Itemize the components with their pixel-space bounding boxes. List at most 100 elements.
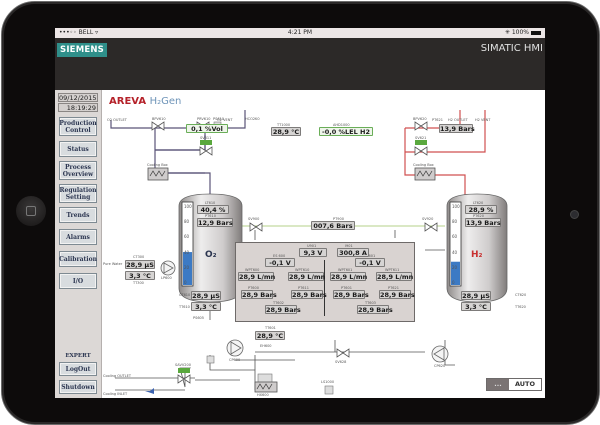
tag-es600: ES 600 bbox=[273, 254, 286, 258]
tag-wpt611: WPT611 bbox=[385, 268, 400, 272]
tag-es601: ES 601 bbox=[363, 254, 376, 258]
hmi-header: SIEMENS SIMATIC HMI bbox=[55, 38, 545, 90]
h2-vent-label: H2 VENT bbox=[475, 118, 491, 122]
pt600-readout: 28,9 Bars bbox=[241, 290, 277, 299]
tag-sv621: SV621 bbox=[415, 136, 427, 140]
wpt601-readout: 28,9 L/mn bbox=[330, 272, 368, 281]
o2-tank-label: O₂ bbox=[205, 250, 217, 260]
tag-ps610: PS610 bbox=[213, 117, 225, 121]
cooling-inlet-arrow-icon bbox=[145, 388, 154, 394]
ct300-readout: 28,9 µS bbox=[125, 260, 155, 269]
battery-label: ✳ 100% bbox=[504, 29, 529, 36]
logout-button[interactable]: LogOut bbox=[59, 362, 97, 376]
tag-sv611: SV611 bbox=[200, 136, 212, 140]
gauge-tick-label: 100 bbox=[184, 204, 192, 209]
nav-io[interactable]: I/O bbox=[59, 273, 97, 289]
tag-i901: I901 bbox=[345, 244, 353, 248]
tag-tt620: TT620 bbox=[515, 305, 526, 309]
ios-status-bar: •••◦◦ BELL ▿ 4:21 PM ✳ 100% bbox=[55, 28, 545, 38]
tag-wpt601: WPT601 bbox=[338, 268, 353, 272]
areva-label: AREVA bbox=[109, 96, 147, 107]
tag-lt620: LT620 bbox=[473, 201, 484, 205]
es601-readout: -0,1 V bbox=[355, 258, 385, 267]
nav-production-control[interactable]: Production Control bbox=[59, 117, 97, 136]
tag-hco2k0: HCO2K0 bbox=[245, 117, 260, 121]
o2-vent-label: O2 VENT bbox=[217, 118, 233, 122]
stack-current-readout: 300,8 A bbox=[337, 248, 369, 257]
tag-cp620: CP620 bbox=[434, 364, 446, 368]
ps605-icon bbox=[206, 355, 215, 364]
gauge-tick-label: 20 bbox=[184, 264, 190, 270]
ct610-readout: 28,9 µS bbox=[191, 291, 221, 300]
h2-lel-readout: -0,0 %LEL H2 bbox=[319, 127, 373, 136]
h2gen-label: H₂Gen bbox=[149, 96, 182, 107]
date-display: 09/12/2015 bbox=[58, 93, 98, 102]
mode-auto-button[interactable]: AUTO bbox=[509, 379, 541, 390]
tag-ls1000: LS1000 bbox=[321, 380, 335, 384]
areva-h2gen-logo: AREVA H₂Gen bbox=[109, 96, 181, 107]
nav-process-overview[interactable]: Process Overview bbox=[59, 161, 97, 180]
gauge-tick-label: 0 bbox=[452, 280, 455, 285]
sv621-actuator-icon bbox=[415, 140, 427, 145]
tag-sv628: SV628 bbox=[335, 360, 347, 364]
wpt610-readout: 28,9 L/mn bbox=[288, 272, 326, 281]
tag-pt620: PT620 bbox=[473, 214, 484, 218]
tag-pt610: PT610 bbox=[205, 214, 216, 218]
nav-status[interactable]: Status bbox=[59, 141, 97, 157]
tag-ct620: CT620 bbox=[515, 293, 527, 297]
gauge-tick-label: 60 bbox=[184, 234, 190, 240]
tag-hx600: HX600 bbox=[257, 393, 269, 397]
wpt611-readout: 28,9 L/mn bbox=[376, 272, 414, 281]
nav-alarms[interactable]: Alarms bbox=[59, 229, 97, 245]
tt610-readout: 3,3 °C bbox=[191, 302, 221, 311]
valve-sv900-icon bbox=[249, 222, 263, 232]
camera-icon bbox=[570, 210, 579, 219]
tag-pt621: PT621 bbox=[432, 118, 443, 122]
tag-tt1000: TT1000 bbox=[277, 123, 291, 127]
tag-tt300: TT300 bbox=[133, 281, 144, 285]
tt1000-readout: 28,9 °C bbox=[271, 127, 301, 136]
hx600-icon bbox=[254, 381, 278, 393]
ls1000-icon bbox=[324, 385, 334, 395]
o2-pressure-readout: 12,9 Bars bbox=[197, 218, 233, 227]
h2-outlet-label: H2 OUTLET bbox=[448, 118, 468, 122]
o2-level-gauge bbox=[181, 201, 194, 287]
stack-divider bbox=[324, 260, 325, 316]
pure-water-label: Pure Water bbox=[103, 262, 123, 266]
h2-tank-label: H₂ bbox=[471, 250, 483, 260]
battery-indicator: ✳ 100% bbox=[505, 28, 541, 38]
stack-voltage-readout: 9,3 V bbox=[299, 248, 327, 257]
tag-bpv610: BPV610 bbox=[152, 117, 166, 121]
home-button[interactable] bbox=[16, 196, 46, 226]
shutdown-button[interactable]: Shutdown bbox=[59, 380, 97, 394]
gauge-tick-label: 40 bbox=[452, 249, 458, 255]
tag-savv200: SAVV200 bbox=[175, 363, 191, 367]
nav-regulation-setting[interactable]: Regulation Setting bbox=[59, 184, 97, 203]
mode-toggle[interactable]: ... AUTO bbox=[486, 378, 542, 391]
nav-trends[interactable]: Trends bbox=[59, 207, 97, 223]
gauge-tick-label: 40 bbox=[184, 249, 190, 255]
tag-lt610: LT610 bbox=[205, 201, 216, 205]
gauge-tick-label: 60 bbox=[452, 234, 458, 240]
sv611-actuator-icon bbox=[200, 140, 212, 145]
tag-lp600: LP600 bbox=[161, 276, 172, 280]
wpt600-readout: 28,9 L/mn bbox=[238, 272, 276, 281]
clock-label: 4:21 PM bbox=[287, 29, 313, 36]
cooling-outlet-label: Cooling OUTLET bbox=[103, 374, 131, 378]
gauge-tick-label: 0 bbox=[184, 280, 187, 285]
tag-ps605: PS605 bbox=[193, 316, 205, 320]
pt611-readout: 28,9 Bars bbox=[291, 290, 327, 299]
mode-manual-button[interactable]: ... bbox=[487, 379, 509, 390]
siemens-logo: SIEMENS bbox=[57, 43, 107, 57]
tag-pt900: PT900 bbox=[333, 217, 344, 221]
h2-level-gauge bbox=[449, 201, 462, 287]
gauge-tick-label: 80 bbox=[184, 219, 190, 225]
tt300-readout: 3,3 °C bbox=[125, 271, 155, 280]
tag-pt611: PT611 bbox=[298, 286, 309, 290]
nav-calibration[interactable]: Calibration bbox=[59, 251, 97, 267]
ct620-readout: 28,9 µS bbox=[461, 291, 491, 300]
tag-tt610: TT610 bbox=[179, 305, 190, 309]
o2-level-fill bbox=[183, 252, 192, 285]
tag-eh600: EH600 bbox=[260, 344, 272, 348]
valve-bpv610-icon bbox=[151, 121, 165, 131]
